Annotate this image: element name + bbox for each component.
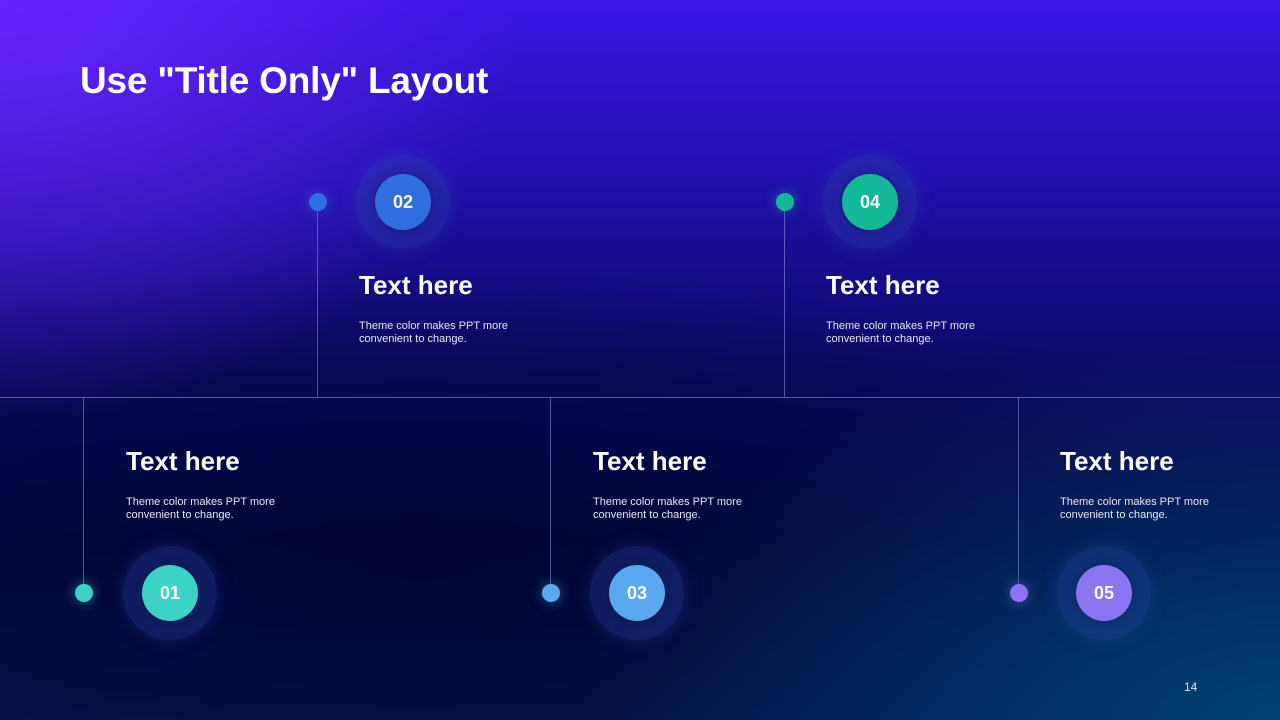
timeline-dot (1010, 584, 1028, 602)
item-description: Theme color makes PPT more convenient to… (1060, 496, 1209, 521)
timeline-dot (542, 584, 560, 602)
number-badge: 01 (142, 565, 198, 621)
item-heading: Text here (826, 270, 940, 300)
connector-line (550, 397, 551, 593)
number-ring: 01 (123, 546, 217, 640)
connector-line (784, 202, 785, 397)
timeline-axis (0, 397, 1280, 398)
item-description: Theme color makes PPT more convenient to… (826, 320, 975, 345)
number-badge: 05 (1076, 565, 1132, 621)
timeline-dot (309, 193, 327, 211)
item-heading: Text here (1060, 446, 1174, 476)
item-heading: Text here (593, 446, 707, 476)
number-ring: 04 (823, 155, 917, 249)
item-heading: Text here (126, 446, 240, 476)
connector-line (1018, 397, 1019, 593)
number-badge: 02 (375, 174, 431, 230)
number-badge: 04 (842, 174, 898, 230)
item-heading: Text here (359, 270, 473, 300)
item-description: Theme color makes PPT more convenient to… (593, 496, 742, 521)
timeline-dot (75, 584, 93, 602)
timeline-dot (776, 193, 794, 211)
number-ring: 02 (356, 155, 450, 249)
number-badge: 03 (609, 565, 665, 621)
number-ring: 03 (590, 546, 684, 640)
item-description: Theme color makes PPT more convenient to… (126, 496, 275, 521)
item-description: Theme color makes PPT more convenient to… (359, 320, 508, 345)
number-ring: 05 (1057, 546, 1151, 640)
connector-line (83, 397, 84, 593)
slide-title: Use "Title Only" Layout (80, 60, 489, 101)
connector-line (317, 202, 318, 397)
page-number: 14 (1184, 680, 1198, 694)
